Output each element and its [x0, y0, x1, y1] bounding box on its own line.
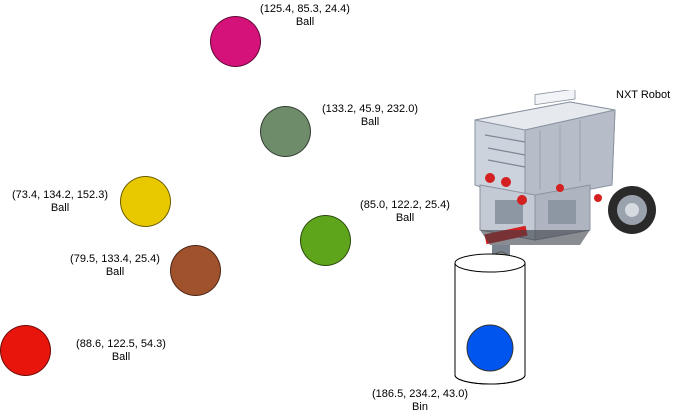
bin-coords: (186.5, 234.2, 43.0): [371, 388, 469, 400]
ball-grey-green-name: Ball: [360, 116, 380, 128]
ball-red: [0, 325, 51, 376]
ball-magenta-coords: (125.4, 85.3, 24.4): [260, 3, 350, 15]
ball-grey-green: [260, 106, 311, 157]
ball-yellow-label: (73.4, 134.2, 152.3) Ball: [12, 189, 108, 215]
ball-magenta: [210, 16, 261, 67]
ball-grey-green-coords: (133.2, 45.9, 232.0): [321, 103, 419, 115]
ball-brown-coords: (79.5, 133.4, 25.4): [70, 253, 160, 265]
ball-red-name: Ball: [111, 351, 131, 363]
bin-cylinder: [454, 253, 526, 385]
ball-brown-name: Ball: [105, 266, 125, 278]
ball-green-coords: (85.0, 122.2, 25.4): [360, 199, 450, 211]
ball-magenta-label: (125.4, 85.3, 24.4) Ball: [260, 3, 350, 29]
ball-red-label: (88.6, 122.5, 54.3) Ball: [76, 338, 166, 364]
ball-yellow-name: Ball: [50, 202, 70, 214]
ball-magenta-name: Ball: [295, 16, 315, 28]
ball-yellow-coords: (73.4, 134.2, 152.3): [11, 189, 109, 201]
ball-brown: [170, 245, 221, 296]
bin-label: (186.5, 234.2, 43.0) Bin: [372, 388, 468, 414]
bin-name: Bin: [412, 401, 428, 413]
ball-grey-green-label: (133.2, 45.9, 232.0) Ball: [322, 103, 418, 129]
ball-green: [300, 215, 351, 266]
ball-red-coords: (88.6, 122.5, 54.3): [76, 338, 166, 350]
ball-brown-label: (79.5, 133.4, 25.4) Ball: [70, 253, 160, 279]
robot-label: NXT Robot: [616, 89, 671, 101]
ball-yellow: [120, 176, 171, 227]
nxt-robot-illustration: [474, 90, 656, 269]
ball-green-name: Ball: [395, 212, 415, 224]
ball-green-label: (85.0, 122.2, 25.4) Ball: [360, 199, 450, 225]
bin-ball: [466, 324, 514, 372]
